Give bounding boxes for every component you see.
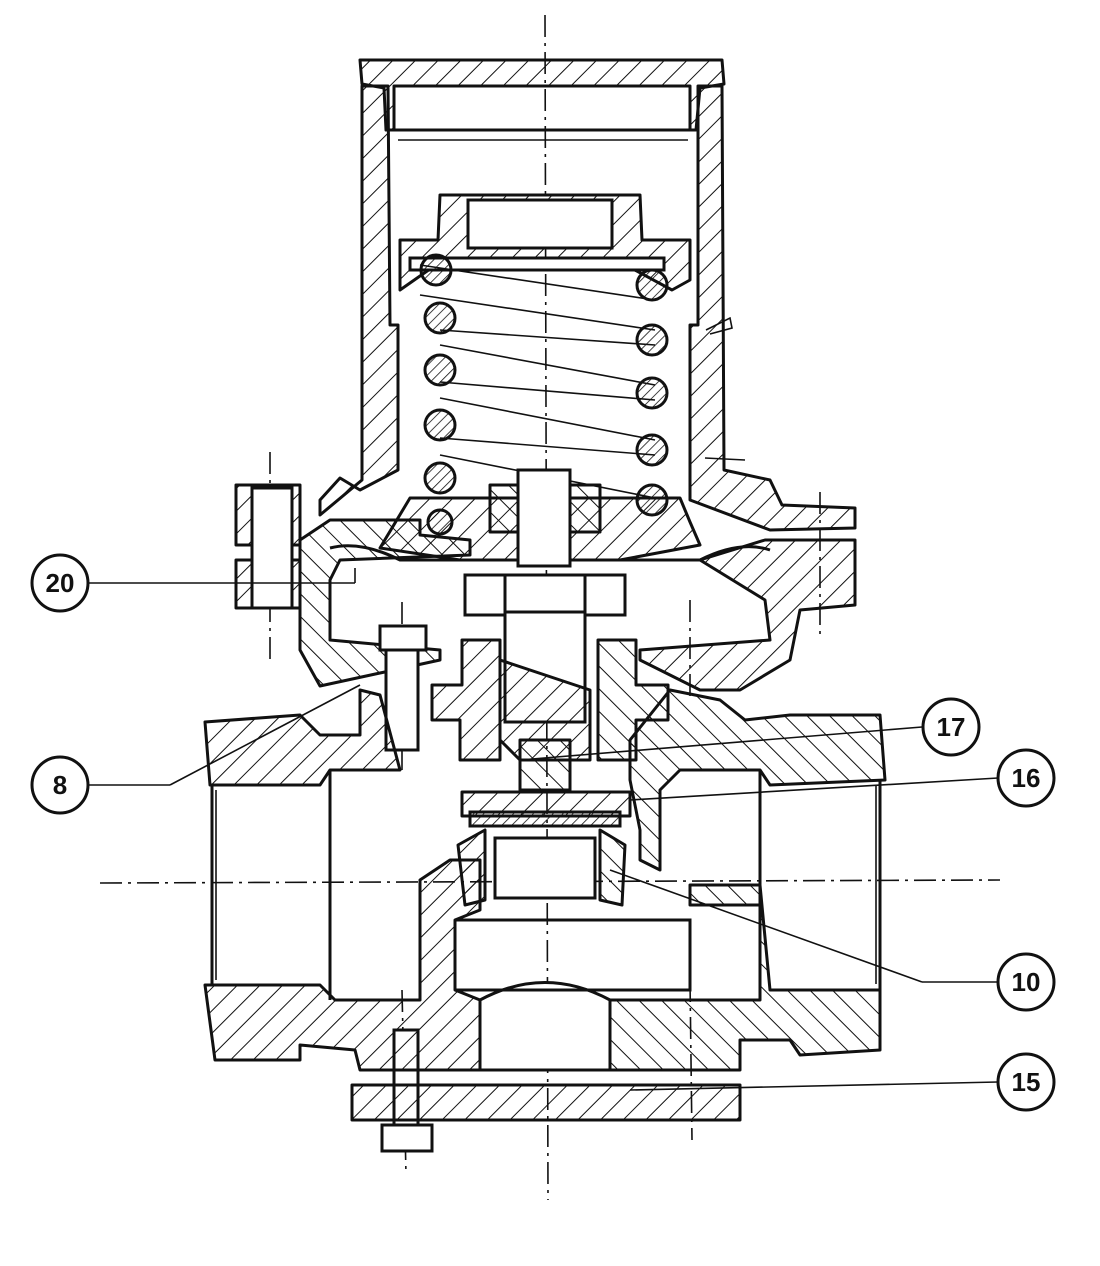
callout-17-label: 17	[937, 712, 966, 742]
callout-16: 16	[996, 748, 1056, 808]
valve-disc	[456, 738, 632, 907]
bolt-upper	[378, 624, 428, 752]
callout-8: 8	[30, 755, 90, 815]
spring	[419, 253, 669, 536]
callout-16-label: 16	[1012, 763, 1041, 793]
spring-adjuster	[398, 193, 692, 292]
callout-17: 17	[921, 697, 981, 757]
guide-bushings	[430, 638, 670, 762]
callout-15-label: 15	[1012, 1067, 1041, 1097]
callout-20-label: 20	[46, 568, 75, 598]
callout-20: 20	[30, 553, 90, 613]
callout-10-label: 10	[1012, 967, 1041, 997]
upper-body	[234, 483, 857, 692]
callout-10: 10	[996, 952, 1056, 1012]
callout-15: 15	[996, 1052, 1056, 1112]
diaphragm-assembly	[329, 468, 771, 724]
leader-lines	[88, 568, 999, 1091]
spring-housing	[318, 58, 857, 532]
callout-8-label: 8	[53, 770, 67, 800]
